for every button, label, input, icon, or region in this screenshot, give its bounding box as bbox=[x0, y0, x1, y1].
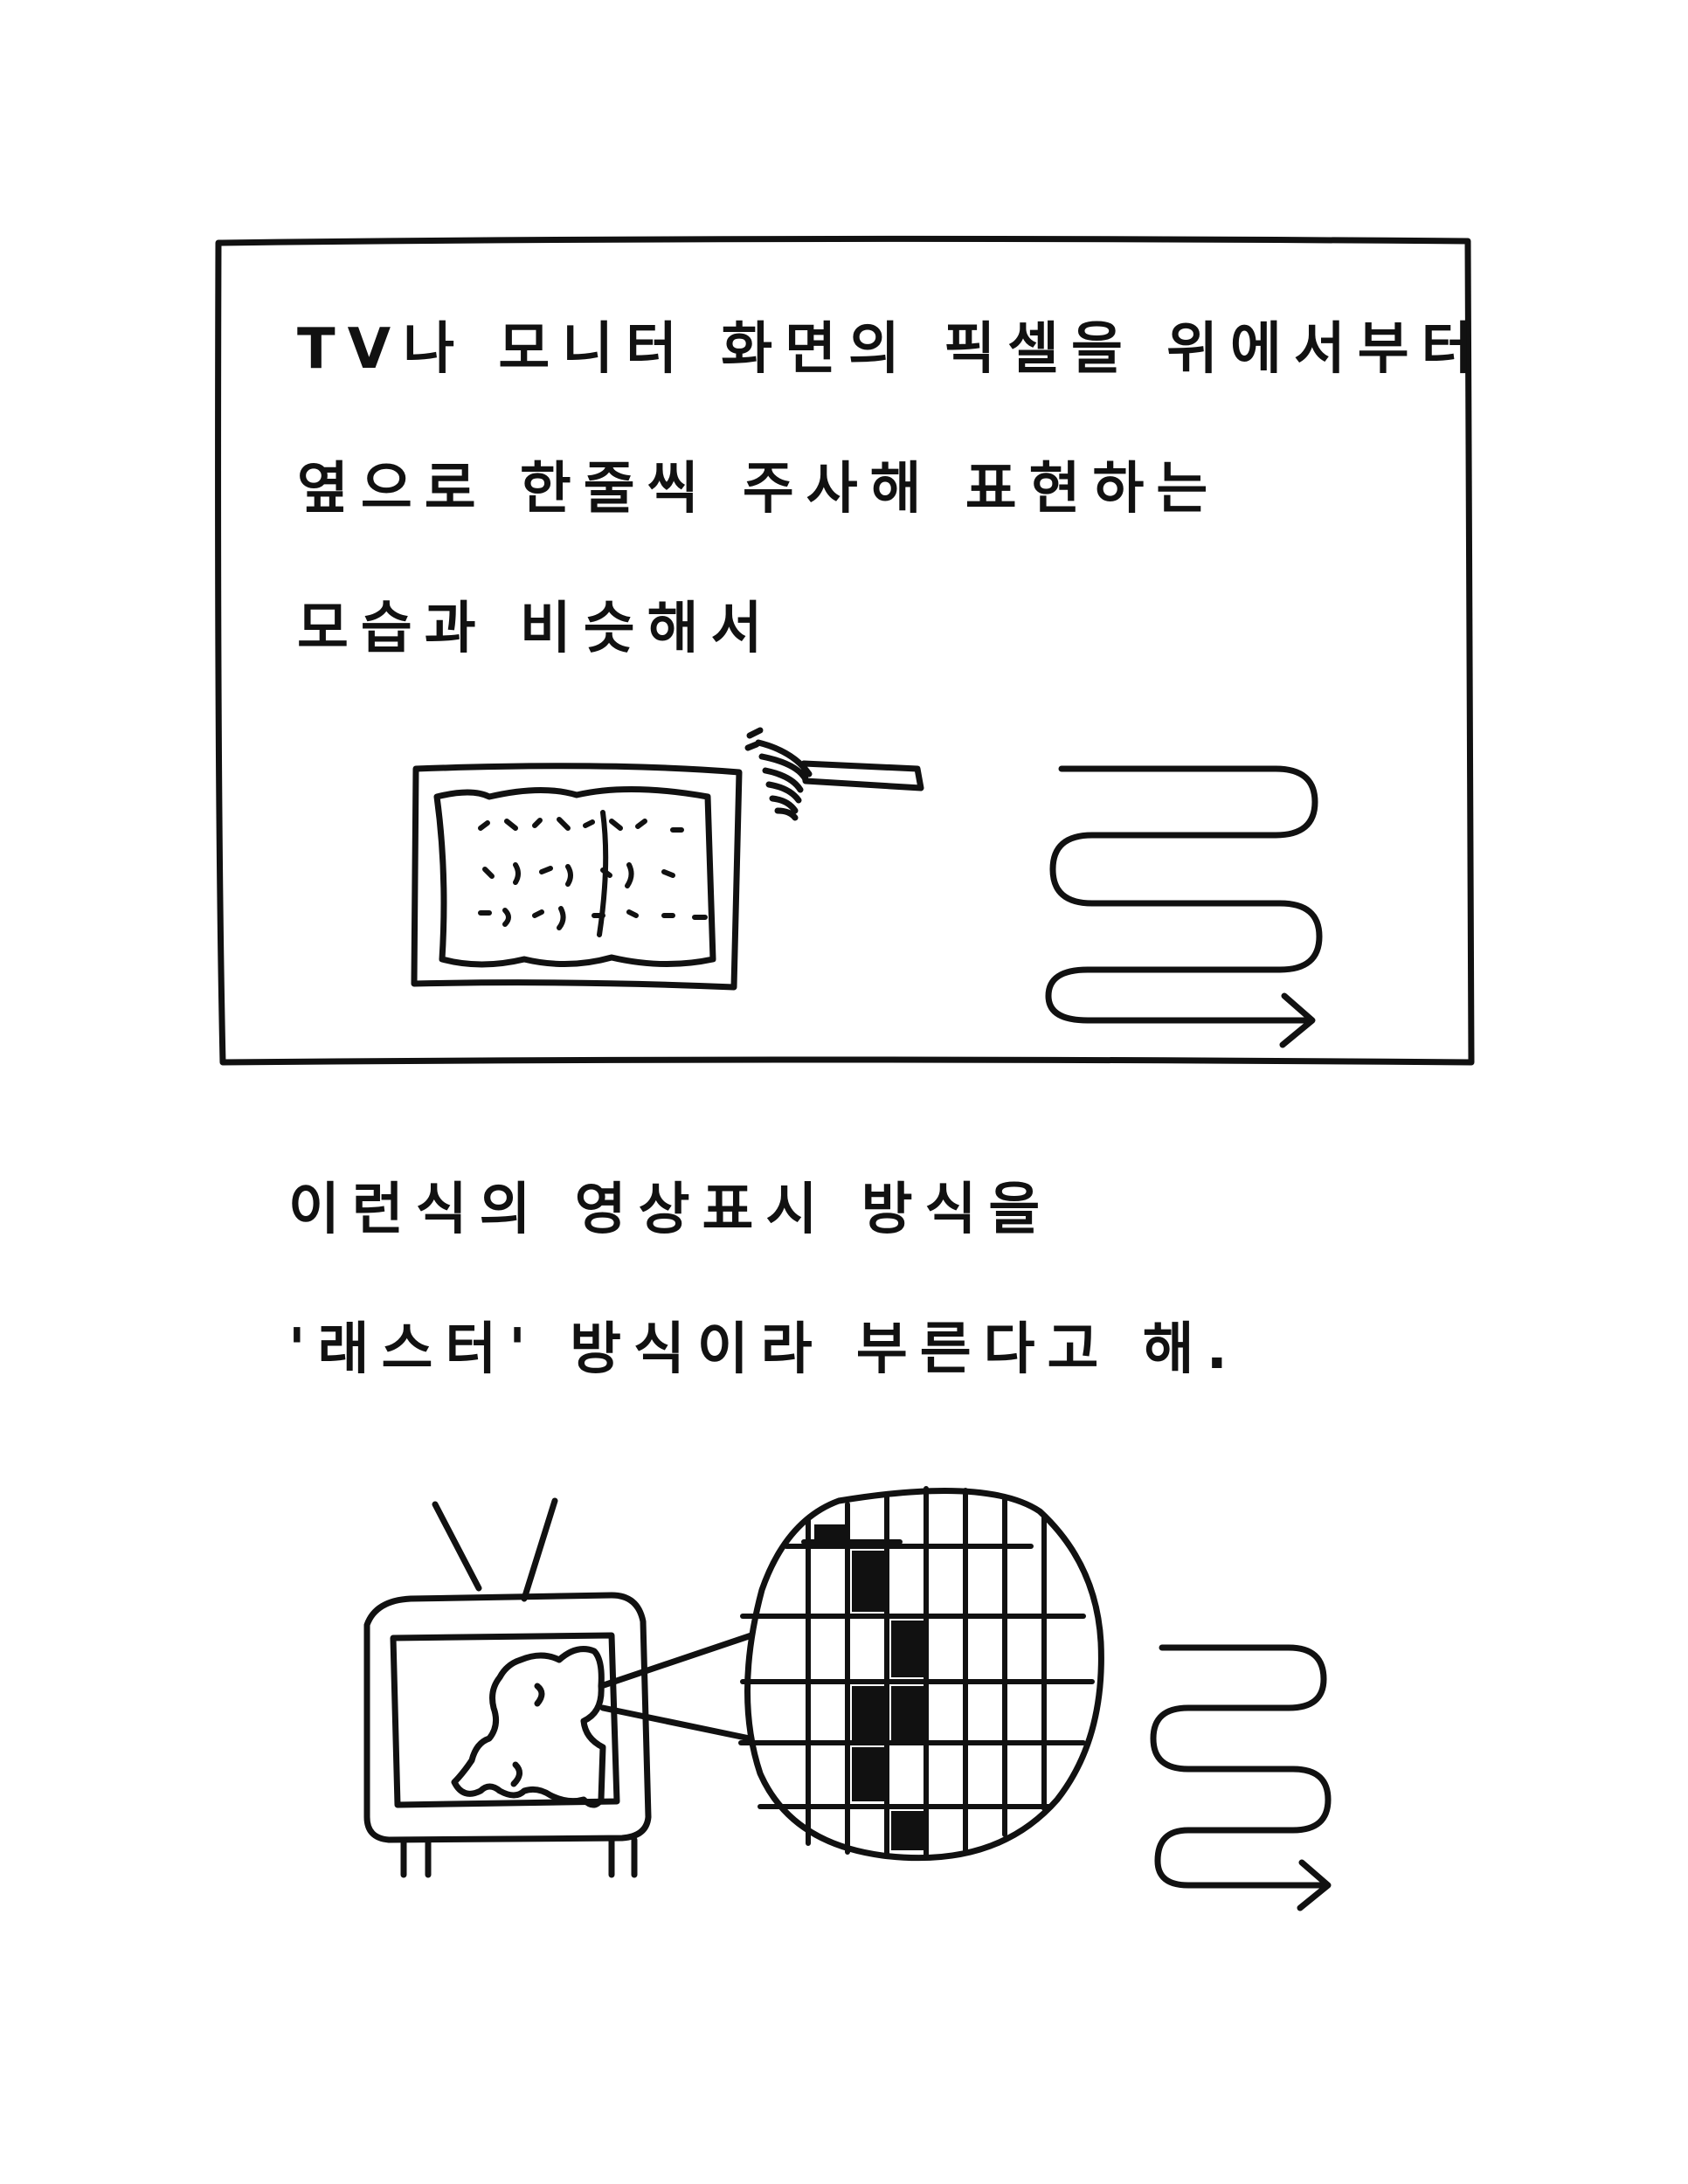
caption-line-2: '래스터' 방식이라 부른다고 해. bbox=[288, 1317, 1240, 1382]
map-icon bbox=[451, 1646, 606, 1808]
panel-line-2: 옆으로 한줄씩 주사해 표현하는 bbox=[297, 457, 1221, 522]
zigzag-arrow-icon bbox=[1150, 1644, 1332, 1911]
callout-pointer bbox=[598, 1632, 755, 1742]
crt-tv-icon bbox=[363, 1497, 652, 1878]
panel-text: TV나 모니터 화면의 픽셀을 위에서부터 옆으로 한줄씩 주사해 표현하는 모… bbox=[297, 280, 1485, 699]
pixel-filled bbox=[891, 1811, 924, 1850]
caption-line-1: 이런식의 영상표시 방식을 bbox=[288, 1178, 1053, 1242]
electron-gun-icon bbox=[744, 727, 924, 821]
pixel-filled bbox=[891, 1621, 924, 1677]
magnified-pixel-grid bbox=[738, 1486, 1104, 1862]
monitor-icon bbox=[411, 763, 743, 991]
panel-frame bbox=[215, 235, 1475, 1066]
pixel-filled bbox=[891, 1686, 924, 1740]
panel-line-3: 모습과 비슷해서 bbox=[297, 597, 775, 661]
caption-text: 이런식의 영상표시 방식을 '래스터' 방식이라 부른다고 해. bbox=[288, 1140, 1512, 1420]
pixel-filled bbox=[852, 1747, 885, 1801]
zigzag-arrow-icon bbox=[1045, 765, 1323, 1048]
panel-line-1: TV나 모니터 화면의 픽셀을 위에서부터 bbox=[297, 317, 1485, 382]
pixel-filled bbox=[814, 1524, 846, 1542]
scanlines-icon bbox=[478, 810, 708, 937]
pixel-filled bbox=[852, 1551, 885, 1612]
pixel-filled bbox=[852, 1686, 885, 1740]
